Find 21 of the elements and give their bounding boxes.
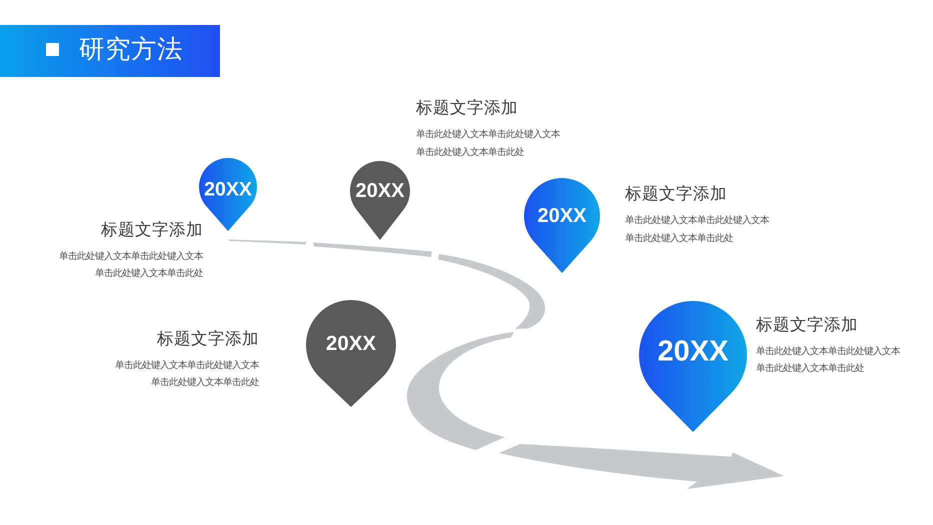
item-description: 单击此处键入文本单击此处键入文本单击此处键入文本单击此处 xyxy=(756,344,901,374)
map-pin xyxy=(524,178,600,273)
item-heading: 标题文字添加 xyxy=(625,184,727,204)
year-label: 20XX xyxy=(538,206,586,226)
year-label: 20XX xyxy=(204,180,252,200)
year-label: 20XX xyxy=(658,338,728,366)
year-label: 20XX xyxy=(326,334,376,354)
item-heading: 标题文字添加 xyxy=(101,220,203,240)
map-pin xyxy=(306,300,396,407)
item-description: 单击此处键入文本单击此处键入文本单击此处键入文本单击此处 xyxy=(58,250,203,280)
page-title: 研究方法 xyxy=(79,35,183,65)
year-label: 20XX xyxy=(356,181,404,201)
map-pin xyxy=(199,158,257,231)
item-description: 单击此处键入文本单击此处键入文本单击此处键入文本单击此处 xyxy=(625,214,770,245)
item-heading: 标题文字添加 xyxy=(416,98,518,118)
item-description: 单击此处键入文本单击此处键入文本单击此处键入文本单击此处 xyxy=(416,128,561,159)
item-heading: 标题文字添加 xyxy=(756,314,858,335)
item-description: 单击此处键入文本单击此处键入文本单击此处键入文本单击此处 xyxy=(114,358,259,388)
map-pin xyxy=(350,161,410,240)
item-heading: 标题文字添加 xyxy=(157,328,259,349)
map-pin xyxy=(639,301,747,432)
